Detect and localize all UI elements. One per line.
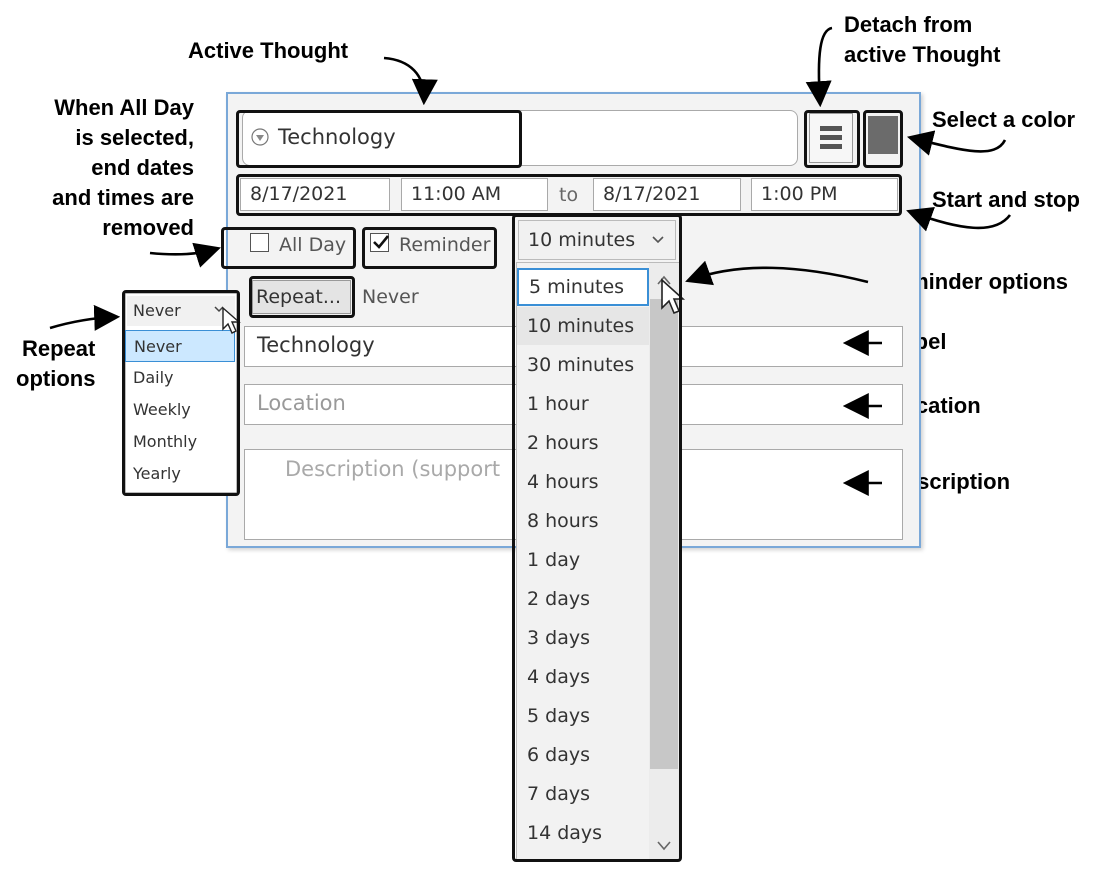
to-label: to (559, 184, 579, 206)
reminder-label: Reminder (399, 234, 491, 256)
scroll-down-icon[interactable] (657, 841, 671, 851)
reminder-option[interactable]: 1 day (527, 549, 581, 571)
repeat-button[interactable] (252, 280, 351, 314)
annotation-select-color: Select a color (932, 107, 1076, 132)
reminder-option[interactable]: 2 hours (527, 432, 599, 454)
reminder-option[interactable]: 5 minutes (517, 268, 649, 306)
color-swatch[interactable] (868, 116, 898, 154)
highlight-detach (804, 110, 860, 168)
reminder-option[interactable]: 4 days (527, 666, 590, 688)
annotation-repeat-line1: Repeat (22, 336, 96, 361)
thought-bulb-icon (251, 128, 269, 146)
repeat-option[interactable]: Daily (133, 368, 174, 387)
annotation-all-day-line4: and times are (52, 185, 194, 210)
highlight-repeat-button (249, 276, 355, 318)
repeat-option[interactable]: Yearly (133, 464, 181, 483)
repeat-value: Never (362, 286, 419, 308)
reminder-option[interactable]: 7 days (527, 783, 590, 805)
annotation-detach-line2: active Thought (844, 42, 1001, 67)
reminder-option[interactable]: 1 hour (527, 393, 589, 415)
chevron-down-icon (652, 236, 664, 244)
all-day-checkbox[interactable] (250, 233, 269, 252)
annotation-all-day-line3: end dates (91, 155, 194, 180)
repeat-option[interactable]: Weekly (133, 400, 191, 419)
all-day-label: All Day (279, 234, 347, 256)
scroll-up-icon[interactable] (657, 275, 671, 285)
checkmark-icon (373, 235, 390, 249)
highlight-color (863, 110, 903, 168)
reminder-option[interactable]: 6 days (527, 744, 590, 766)
reminder-option[interactable]: 14 days (527, 822, 603, 844)
repeat-select[interactable] (127, 296, 235, 326)
annotation-start-stop: Start and stop (932, 187, 1080, 212)
reminder-option[interactable]: 2 days (527, 588, 590, 610)
repeat-option[interactable]: Monthly (133, 432, 198, 451)
repeat-option[interactable]: Never (125, 330, 235, 362)
reminder-select[interactable] (518, 220, 676, 260)
end-time-field[interactable]: 1:00 PM (751, 178, 898, 211)
chevron-down-icon (214, 306, 224, 313)
reminder-option[interactable]: 3 days (527, 627, 590, 649)
annotation-active-thought: Active Thought (188, 38, 349, 63)
reminder-checkbox[interactable] (370, 233, 389, 252)
annotation-all-day-line5: removed (102, 215, 194, 240)
repeat-button-label: Repeat... (256, 286, 341, 308)
start-time-field[interactable]: 11:00 AM (401, 178, 548, 211)
reminder-select-value: 10 minutes (528, 229, 636, 251)
reminder-option[interactable]: 4 hours (527, 471, 599, 493)
scrollbar-thumb[interactable] (650, 299, 678, 769)
annotation-all-day-line2: is selected, (75, 125, 194, 150)
thought-name: Technology (278, 125, 396, 149)
reminder-option[interactable]: 10 minutes (517, 307, 649, 345)
annotation-all-day-line1: When All Day (54, 95, 194, 120)
highlight-reminder (362, 227, 497, 269)
end-date-field[interactable]: 8/17/2021 (593, 178, 741, 211)
highlight-active-thought (236, 110, 522, 168)
highlight-all-day (221, 227, 356, 269)
reminder-option[interactable]: 30 minutes (527, 354, 635, 376)
hamburger-icon (820, 126, 842, 149)
start-date-field[interactable]: 8/17/2021 (240, 178, 390, 211)
reminder-option[interactable]: 5 days (527, 705, 590, 727)
highlight-repeat-dropdown (122, 290, 240, 496)
annotation-detach-line1: Detach from (844, 12, 973, 37)
repeat-dropdown (125, 293, 237, 493)
reminder-option[interactable]: 8 hours (527, 510, 599, 532)
highlight-reminder-dropdown (512, 214, 682, 862)
repeat-select-value: Never (133, 301, 181, 320)
annotation-repeat-line2: options (16, 366, 96, 391)
